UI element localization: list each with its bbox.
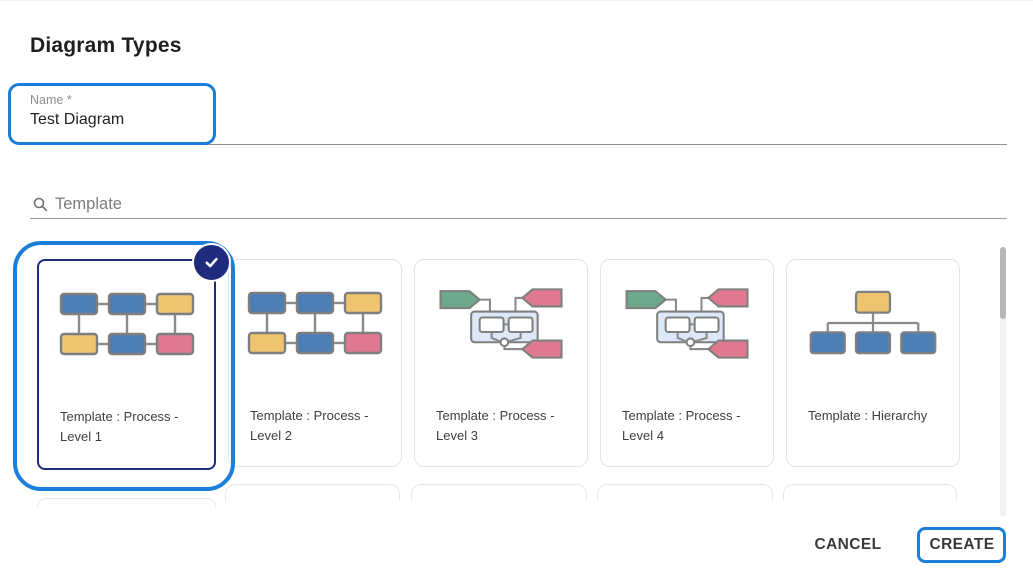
search-icon [33, 197, 48, 217]
process-simple-thumbnail [39, 283, 214, 365]
template-card[interactable]: Template : Process - Level 1 [37, 259, 216, 470]
template-card[interactable]: Template : Process - Level 3 [414, 259, 588, 467]
create-button[interactable]: CREATE [922, 530, 1002, 560]
template-grid: Template : Process - Level 1 Template : … [37, 259, 960, 470]
template-card[interactable]: Template : Hierarchy [786, 259, 960, 467]
scrollbar-track[interactable] [1000, 247, 1006, 517]
template-search-input[interactable]: Template [55, 195, 122, 213]
template-card-label: Template : Process - Level 4 [622, 408, 741, 443]
partial-template-card[interactable] [225, 484, 400, 501]
template-card-label: Template : Process - Level 2 [250, 408, 369, 443]
process-simple-thumbnail [229, 282, 401, 364]
template-card[interactable]: Template : Process - Level 4 [600, 259, 774, 467]
process-nested-thumbnail [415, 282, 587, 364]
name-field-label: Name * [30, 93, 72, 107]
template-card-label: Template : Hierarchy [808, 408, 928, 423]
name-field-underline [30, 144, 1007, 145]
name-field-highlight: Name * Test Diagram [8, 83, 216, 145]
template-search-underline [30, 218, 1007, 219]
template-card-label: Template : Process - Level 3 [436, 408, 555, 443]
cancel-button[interactable]: CANCEL [798, 530, 898, 560]
check-icon [205, 257, 218, 268]
selected-check-badge [192, 243, 231, 282]
partial-template-card[interactable] [411, 484, 587, 501]
dialog-title: Diagram Types [30, 34, 182, 57]
partial-template-card[interactable] [597, 484, 773, 501]
hierarchy-thumbnail [787, 282, 959, 364]
template-card[interactable]: Template : Process - Level 2 [228, 259, 402, 467]
process-nested-thumbnail [601, 282, 773, 364]
partial-template-card[interactable] [783, 484, 957, 501]
name-field-value: Test Diagram [30, 111, 125, 128]
partial-template-card[interactable] [37, 498, 216, 507]
scrollbar-thumb[interactable] [1000, 247, 1006, 319]
template-card-label: Template : Process - Level 1 [60, 409, 179, 444]
